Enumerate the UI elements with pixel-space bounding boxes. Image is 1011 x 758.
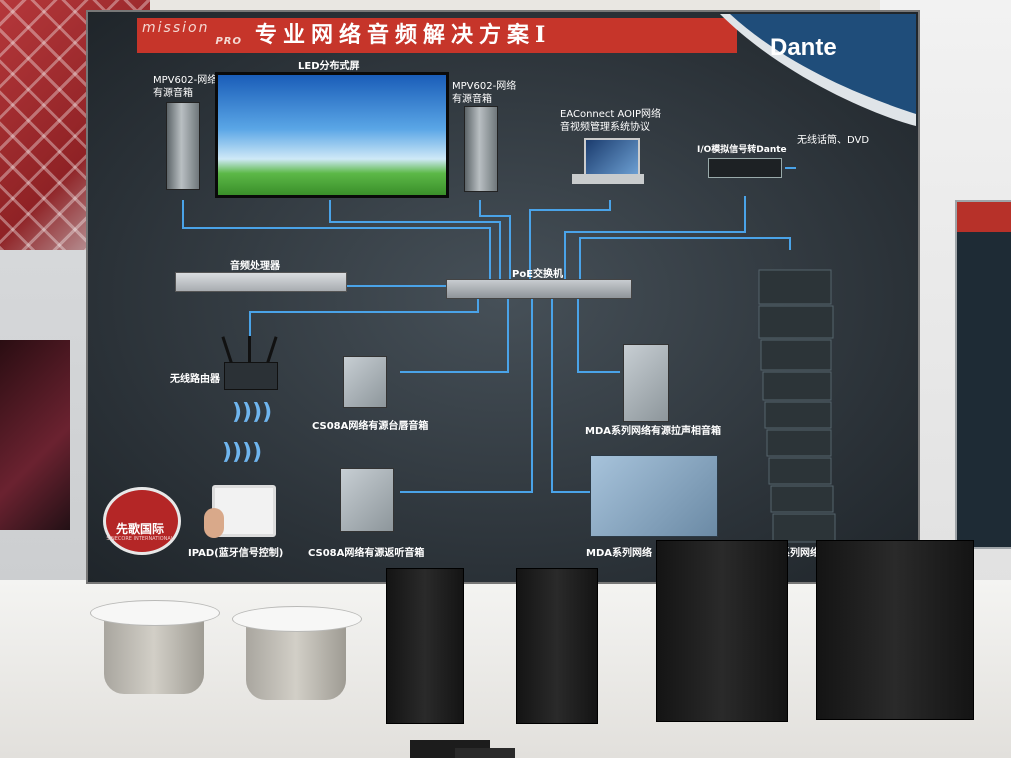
mda-sub-label: MDA系列网络 [586,548,652,559]
mda-subwoofer [590,455,718,537]
bookshelf-speaker [656,540,788,722]
ceiling-speaker [90,600,220,710]
line-array-speaker [758,269,836,543]
speaker-right-label: MPV602-网络 有源音箱 [452,81,517,105]
wifi-icon: )))) [222,440,263,465]
wireless-router [224,362,278,390]
cs08a-desk-speaker [343,356,387,408]
router-label: 无线路由器 [170,374,220,385]
dante-logo: Dante [770,34,837,61]
io-converter [708,158,782,178]
cs08a-monitor-speaker [340,468,394,532]
right-side-board [955,200,1011,549]
mpv602-speaker-left [166,102,200,190]
eaconnect-label: EAConnect AOIP网络 音视频管理系统协议 [560,109,662,133]
poe-switch [446,279,632,299]
router-antenna [248,336,251,366]
laptop-base [572,174,644,184]
company-logo [103,487,181,555]
hand [204,508,224,538]
cs08a-monitor-label: CS08A网络有源返听音箱 [308,548,425,559]
wireless-mic-label: 无线话筒、DVD [797,135,870,146]
mpv602-speaker-right [464,106,498,192]
company-subtitle: SINECORE INTERNATIONAL [106,536,174,542]
bookshelf-speaker [816,540,974,720]
ceiling-speaker [232,606,362,716]
bookshelf-speaker [386,568,464,724]
mda-pull-speaker [623,344,669,422]
poe-switch-label: PoE交换机 [512,269,564,280]
board-title: 专业网络音频解决方案Ⅰ [255,22,552,48]
left-display-screen [0,340,70,530]
wifi-icon: )))) [232,400,273,425]
led-screen [215,72,449,198]
ipad-label: IPAD(蓝牙信号控制) [188,548,284,559]
dsp-label: 音频处理器 [230,261,280,272]
line-array-label: 系列网络 [780,548,820,559]
speaker-left-label: MPV602-网络 有源音箱 [153,75,218,99]
led-screen-label: LED分布式屏 [298,61,360,72]
label-plinth [455,748,515,758]
title-banner [137,18,737,53]
dante-corner-graphic [720,14,916,126]
bookshelf-speaker [516,568,598,724]
laptop [584,138,640,178]
audio-processor [175,272,347,292]
cs08a-desk-label: CS08A网络有源台唇音箱 [312,421,429,432]
company-name: 先歌国际 [115,522,164,536]
mda-pull-label: MDA系列网络有源拉声相音箱 [585,426,721,437]
io-converter-label: I/O模拟信号转Dante [697,145,787,155]
